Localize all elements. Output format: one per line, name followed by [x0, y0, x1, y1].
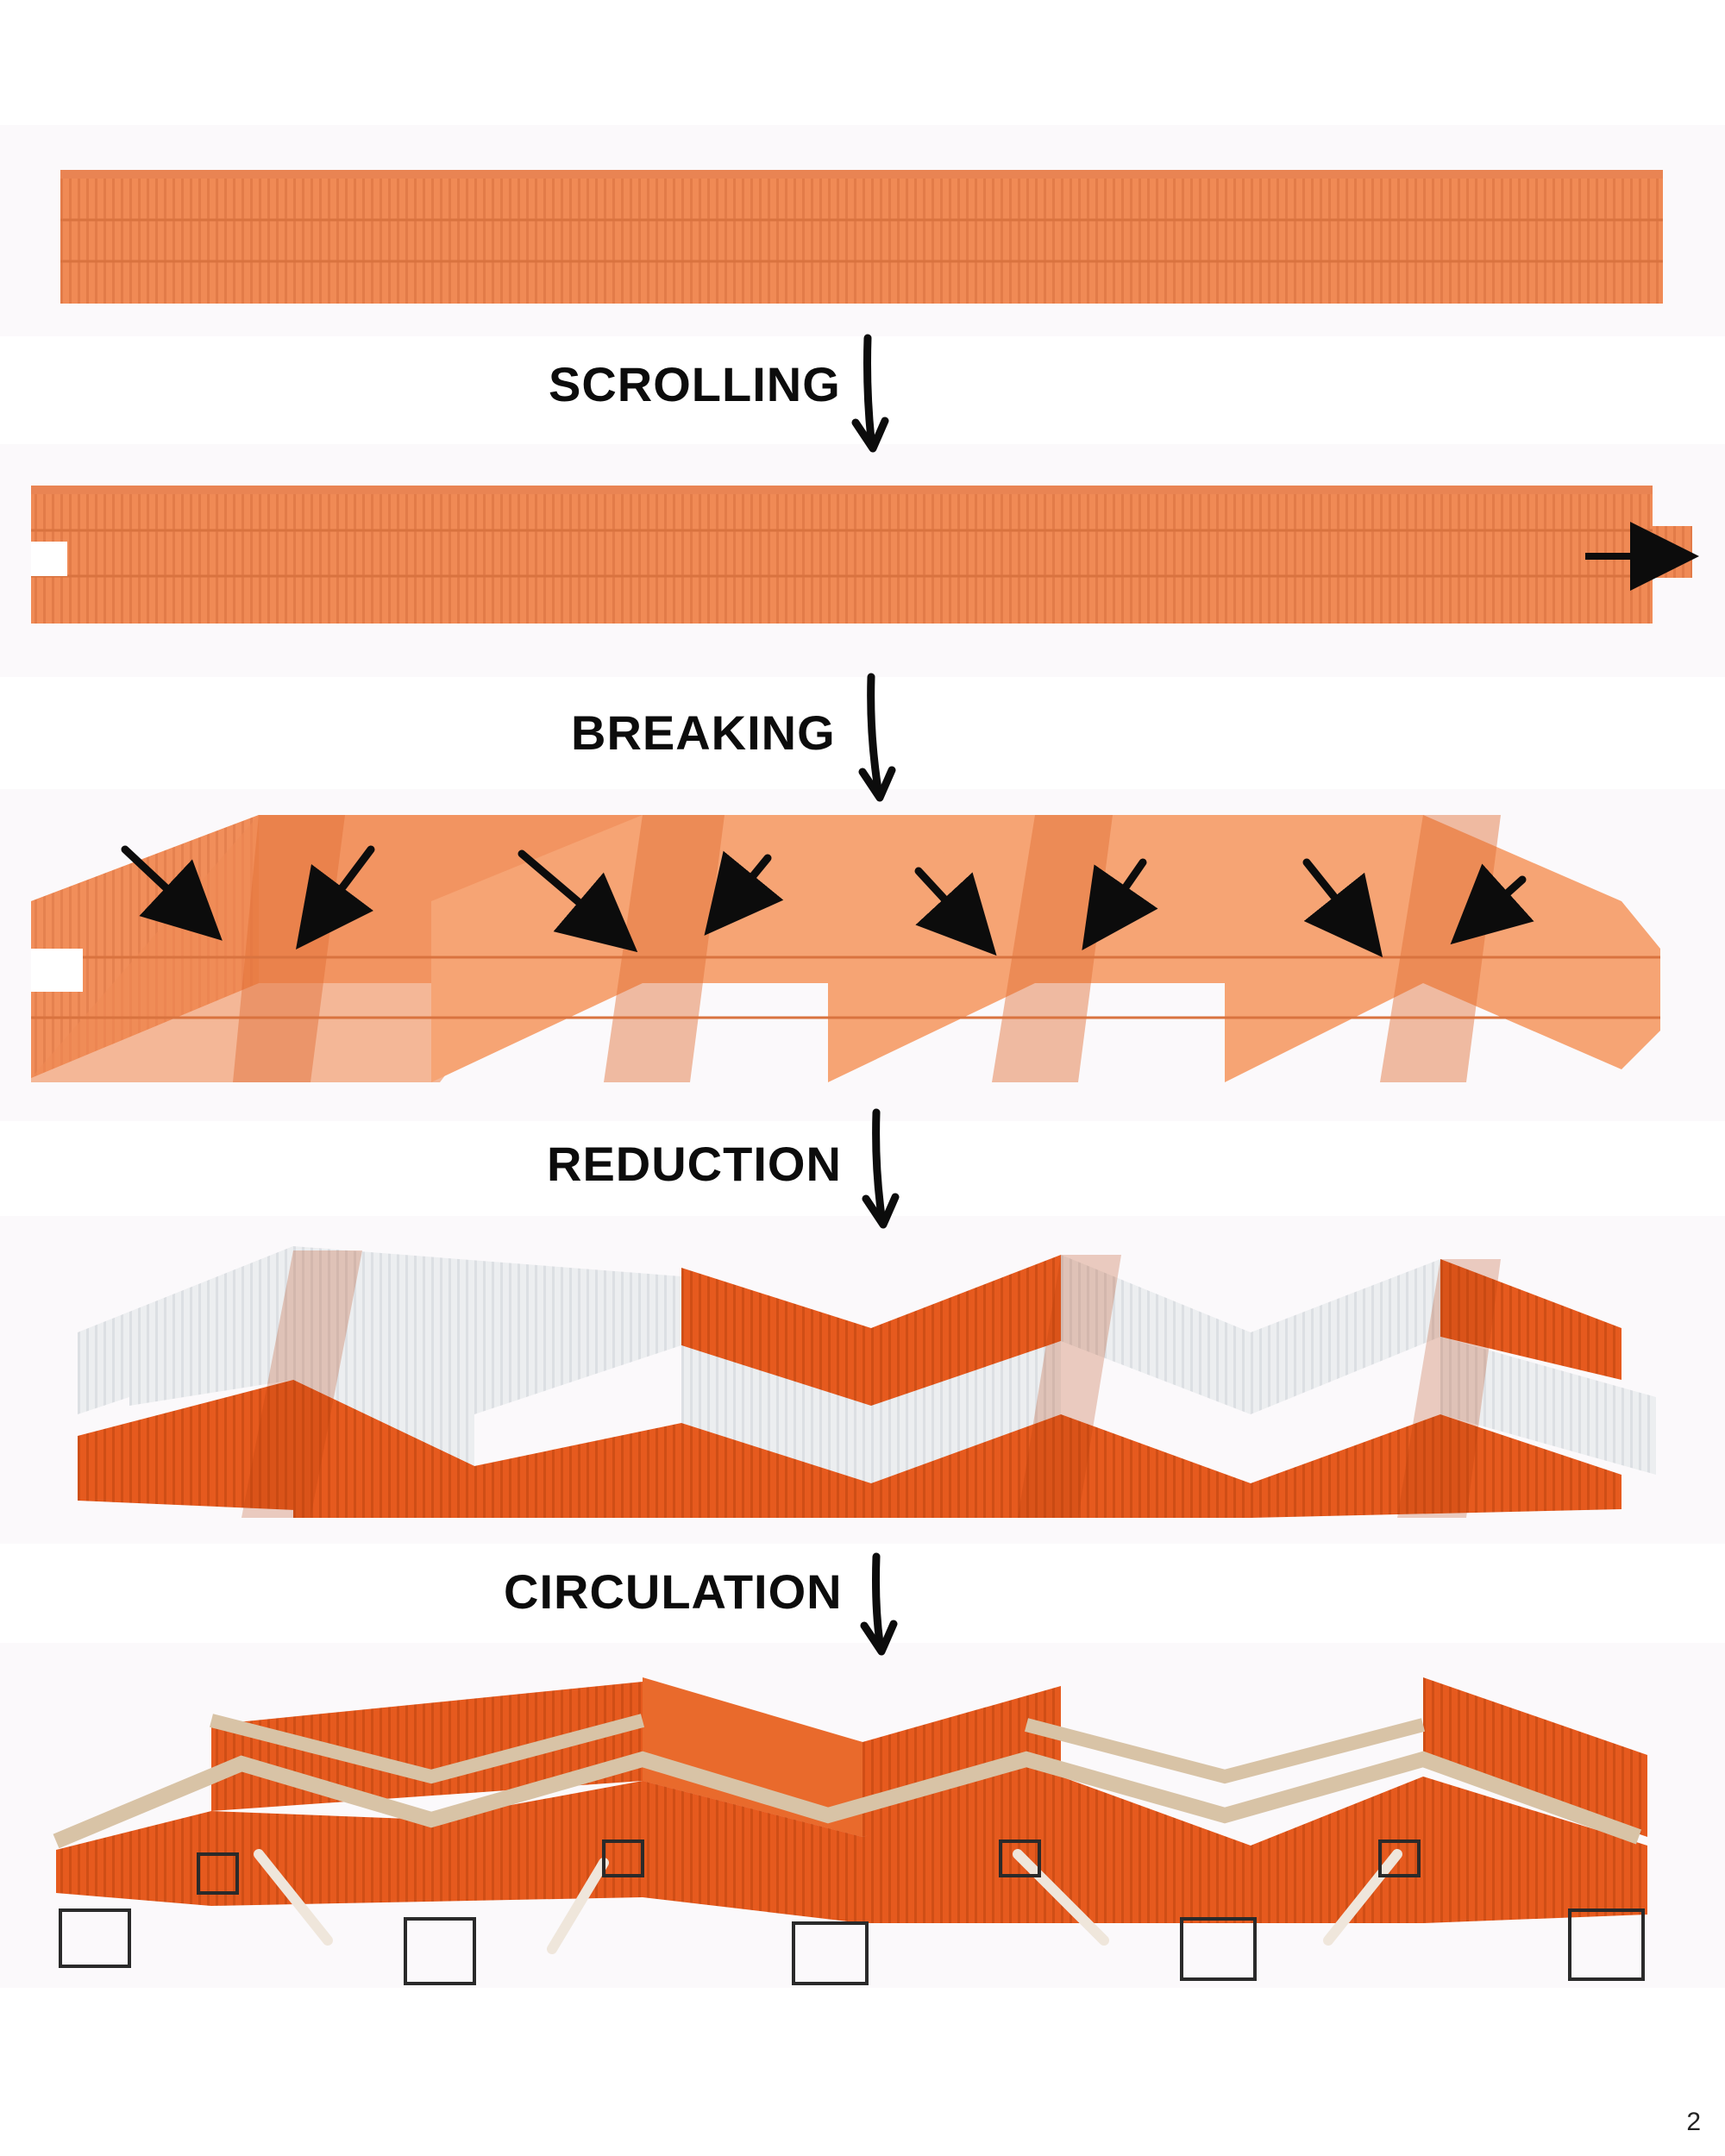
- stage-4-reduction: [78, 1246, 1656, 1518]
- step-label-breaking: BREAKING: [571, 705, 836, 760]
- down-arrow-2-icon: [858, 673, 896, 802]
- stage-5-circulation: [53, 1677, 1647, 1985]
- step-label-scrolling: SCROLLING: [549, 357, 841, 411]
- inward-arrows: [121, 845, 1534, 958]
- step-label-reduction: REDUCTION: [547, 1137, 842, 1191]
- stage-2-scrolled-bar: [31, 486, 1699, 624]
- stage-3-zigzag: [31, 815, 1660, 1082]
- down-arrow-1-icon: [851, 334, 889, 453]
- step-label-circulation: CIRCULATION: [504, 1564, 843, 1619]
- page-number: 2: [1686, 2108, 1701, 2136]
- stage-1-container-bar: [60, 170, 1663, 304]
- down-arrow-3-icon: [862, 1108, 900, 1229]
- down-arrow-4-icon: [860, 1552, 898, 1656]
